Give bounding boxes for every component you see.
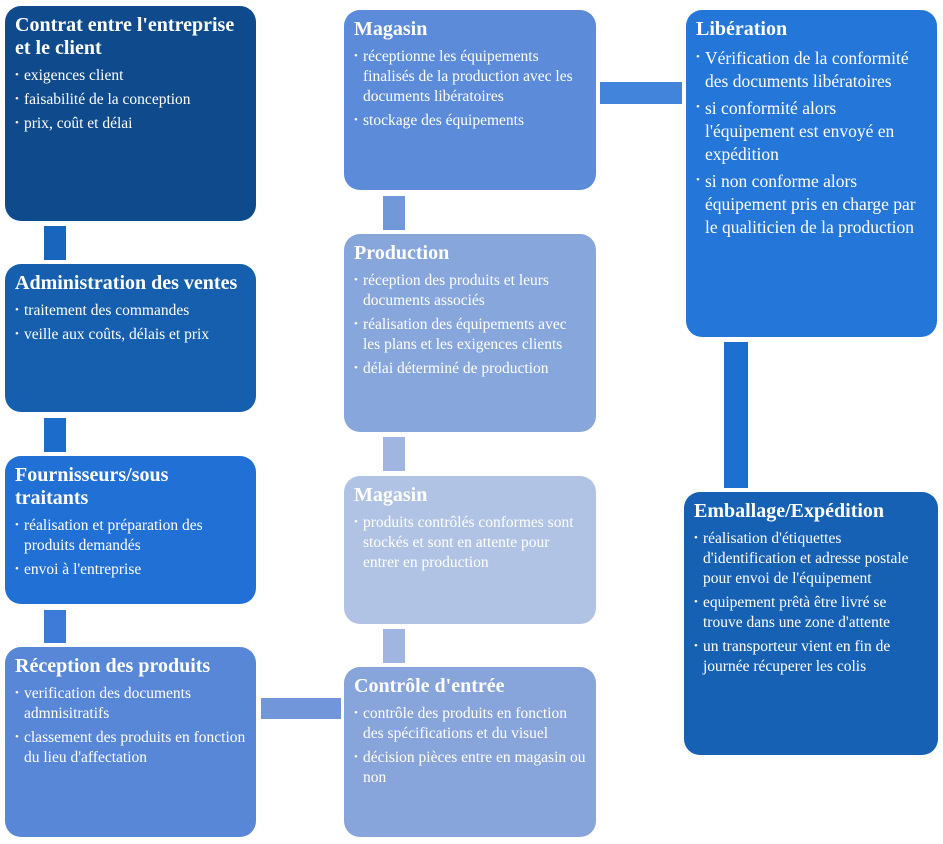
box-reception-produits: Réception des produits verification des … (5, 647, 256, 837)
box-title: Réception des produits (15, 655, 211, 677)
box-administration-ventes: Administration des ventes traitement des… (5, 264, 256, 412)
box-title: Libération (696, 18, 788, 40)
box-title: Administration des ventes (15, 272, 238, 294)
list-item: veille aux coûts, délais et prix (15, 324, 246, 345)
list-item: un transporteur vient en fin de journée … (694, 636, 928, 677)
list-item: contrôle des produits en fonction des sp… (354, 703, 586, 744)
list-item: réception des produits et leurs document… (354, 270, 586, 311)
box-magasin-entree: Magasin produits contrôlés conformes son… (344, 476, 596, 624)
connector-fournisseurs-reception (44, 610, 66, 643)
box-title: Production (354, 242, 450, 264)
list-item: réalisation et préparation des produits … (15, 515, 246, 556)
connector-contrat-admin (44, 226, 66, 260)
list-item: si conformité alors l'équipement est env… (696, 96, 927, 166)
box-magasin-final: Magasin réceptionne les équipements fina… (344, 10, 596, 190)
list-item: réceptionne les équipements finalisés de… (354, 46, 586, 107)
list-item: délai déterminé de production (354, 358, 586, 379)
box-title: Emballage/Expédition (694, 500, 885, 522)
list-item: stockage des équipements (354, 110, 586, 131)
box-title: Magasin (354, 484, 428, 506)
connector-magasin-controle (383, 629, 405, 663)
box-production: Production réception des produits et leu… (344, 234, 596, 432)
list-item: Vérification de la conformité des docume… (696, 46, 927, 93)
list-item: faisabilité de la conception (15, 89, 246, 110)
box-title: Fournisseurs/sous traitants (15, 464, 169, 509)
list-item: si non conforme alors équipement pris en… (696, 169, 927, 239)
box-contrat: Contrat entre l'entreprise et le client … (5, 6, 256, 221)
list-item: classement des produits en fonction du l… (15, 727, 246, 768)
box-title: Contrat entre l'entreprise et le client (15, 14, 235, 59)
box-controle-entree: Contrôle d'entrée contrôle des produits … (344, 667, 596, 837)
box-liberation: Libération Vérification de la conformité… (686, 10, 937, 337)
list-item: décision pièces entre en magasin ou non (354, 747, 586, 788)
list-item: produits contrôlés conformes sont stocké… (354, 512, 586, 573)
list-item: traitement des commandes (15, 300, 246, 321)
list-item: equipement prêtà être livré se trouve da… (694, 592, 928, 633)
box-title: Contrôle d'entrée (354, 675, 505, 697)
list-item: réalisation d'étiquettes d'identificatio… (694, 528, 928, 589)
list-item: réalisation des équipements avec les pla… (354, 314, 586, 355)
connector-reception-controle (261, 698, 341, 719)
list-item: exigences client (15, 65, 246, 86)
list-item: verification des documents admnisitratif… (15, 683, 246, 724)
connector-production-magasin (383, 437, 405, 471)
connector-liberation-emballage (724, 342, 748, 488)
box-fournisseurs: Fournisseurs/sous traitants réalisation … (5, 456, 256, 604)
connector-admin-fournisseurs (44, 418, 66, 452)
box-emballage-expedition: Emballage/Expédition réalisation d'étiqu… (684, 492, 938, 755)
list-item: envoi à l'entreprise (15, 559, 246, 580)
connector-magasin-production (383, 196, 405, 230)
list-item: prix, coût et délai (15, 113, 246, 134)
connector-magasin-liberation (600, 82, 682, 104)
box-title: Magasin (354, 18, 428, 40)
